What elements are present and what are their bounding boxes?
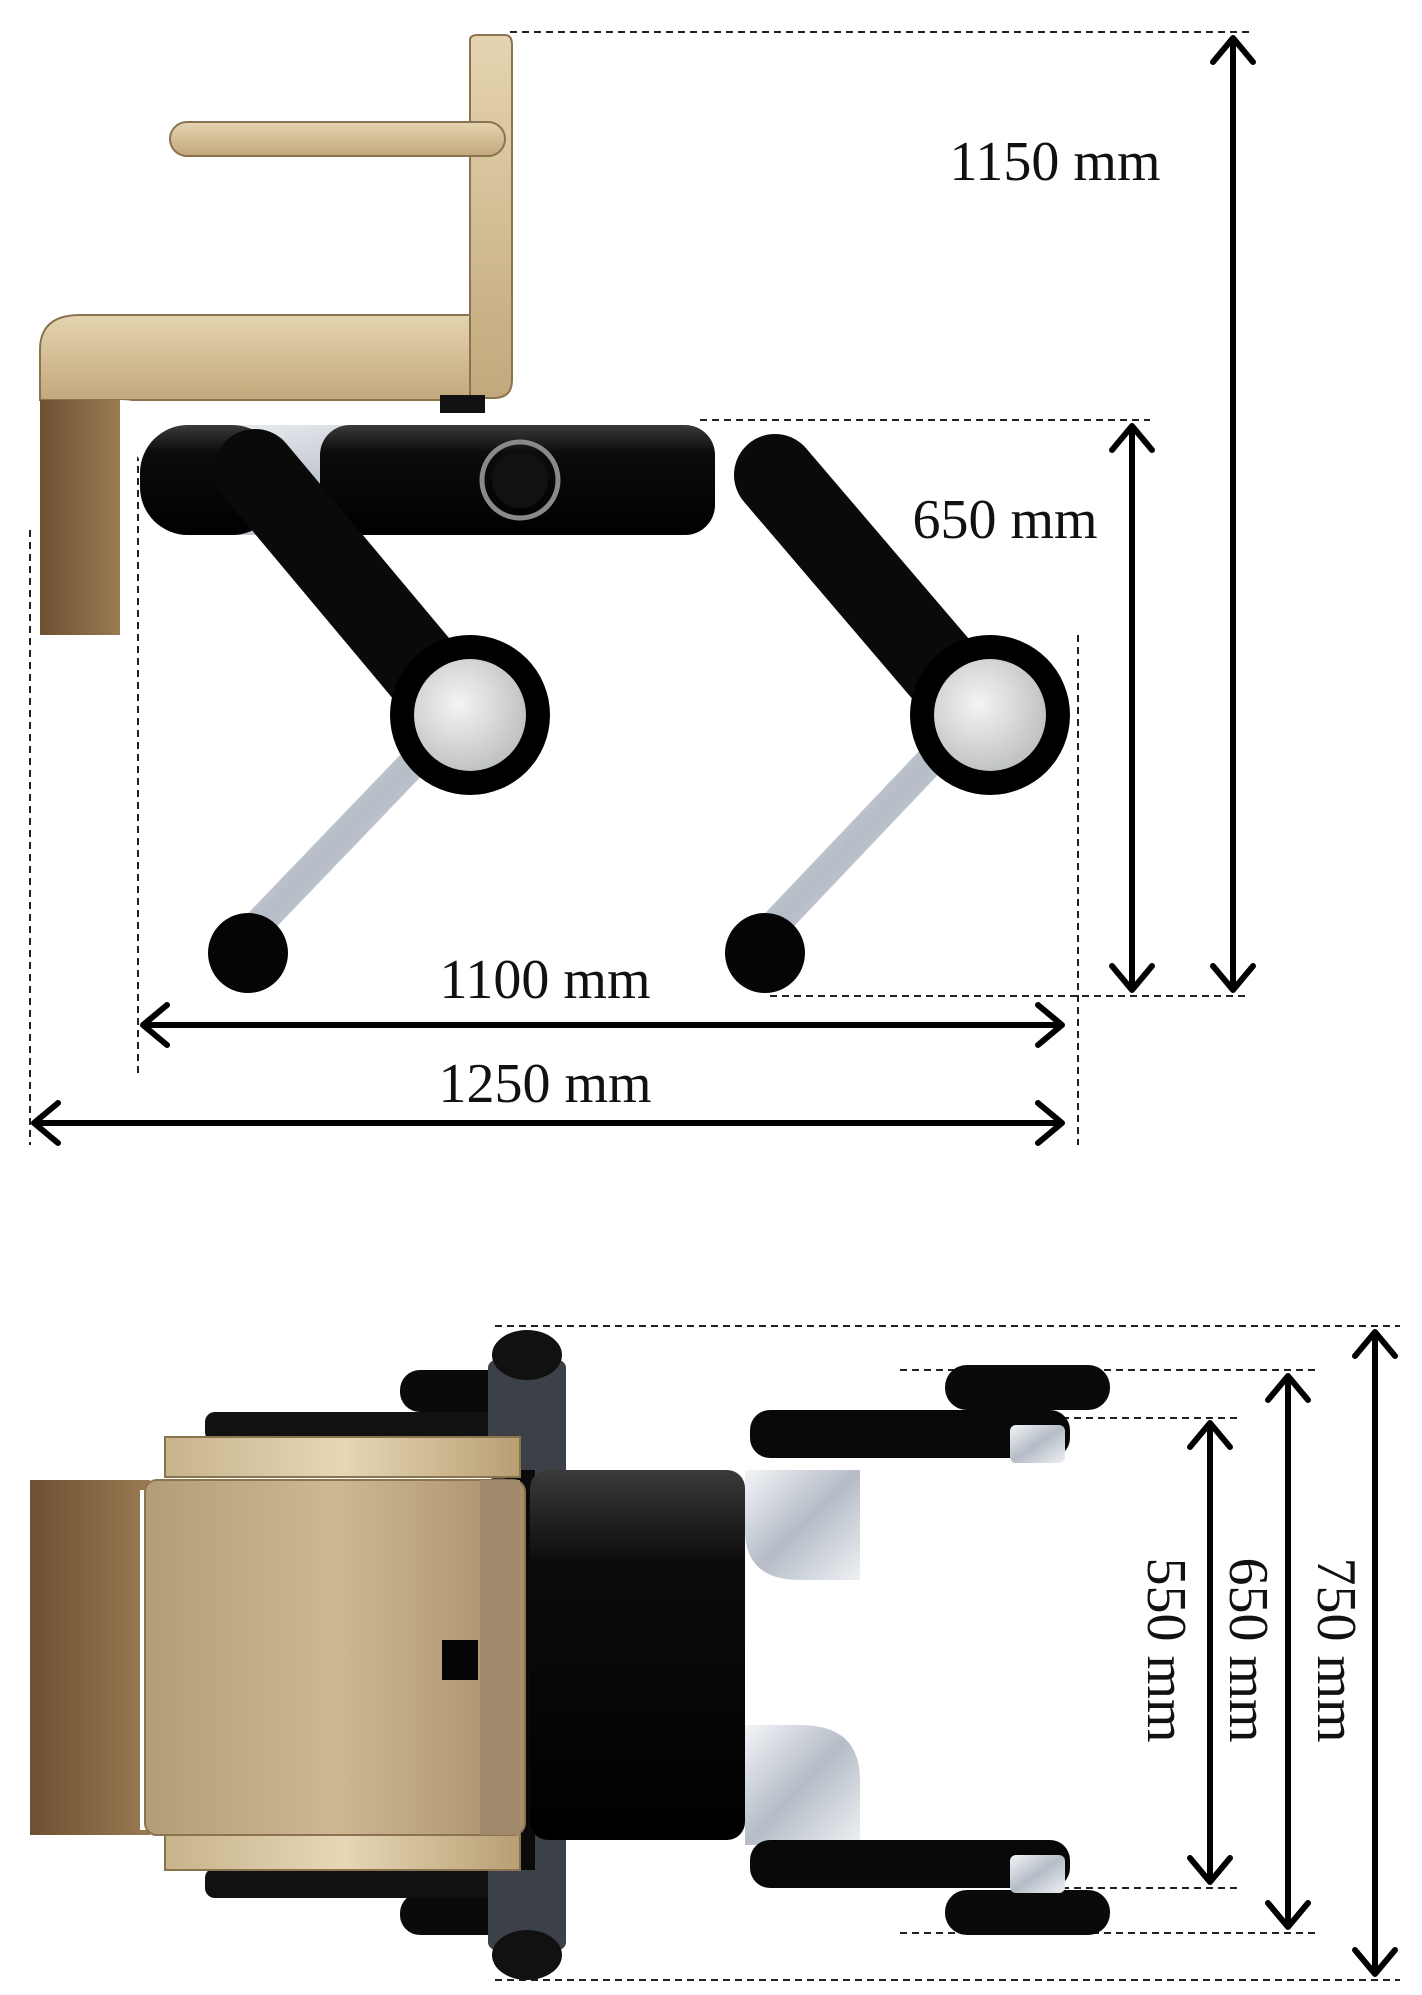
top-chair-seat [30,1436,526,1871]
seat-front-panel [40,400,120,635]
height-650-arrow [1109,423,1155,993]
front-foot-top-left [945,1365,1110,1410]
body-joint-ring [479,439,561,521]
top-dimension-guides [495,1325,1400,1981]
top-front-legs [745,1365,1110,1935]
width-650-arrow [1265,1373,1311,1930]
front-foot [725,913,805,993]
seat-base [39,314,471,401]
chair-seat [39,34,513,635]
length-1250-arrow [31,1100,1065,1146]
body-height-label: 650 mm [912,489,1097,551]
top-body-block [530,1470,745,1840]
side-dimension-guides [29,31,1250,1145]
inner-width-label: 550 mm [1135,1557,1197,1742]
total-length-label: 1250 mm [438,1053,651,1115]
outer-width-label: 750 mm [1305,1557,1367,1742]
total-height-label: 1150 mm [949,131,1160,193]
front-foot-top-right [945,1890,1110,1935]
height-1150-arrow [1210,35,1256,993]
rear-foot [208,913,288,993]
side-view: 1150 mm 650 mm 1100 mm 1250 mm [29,31,1256,1146]
rear-leg [208,429,550,993]
width-750-arrow [1352,1329,1398,1977]
body-length-label: 1100 mm [439,949,650,1011]
front-leg [725,434,1070,993]
length-1100-arrow [140,1002,1065,1048]
armrest [169,121,506,157]
mid-width-label: 650 mm [1217,1557,1279,1742]
width-550-arrow [1187,1420,1233,1885]
top-view: 550 mm 650 mm 750 mm [30,1325,1400,1981]
